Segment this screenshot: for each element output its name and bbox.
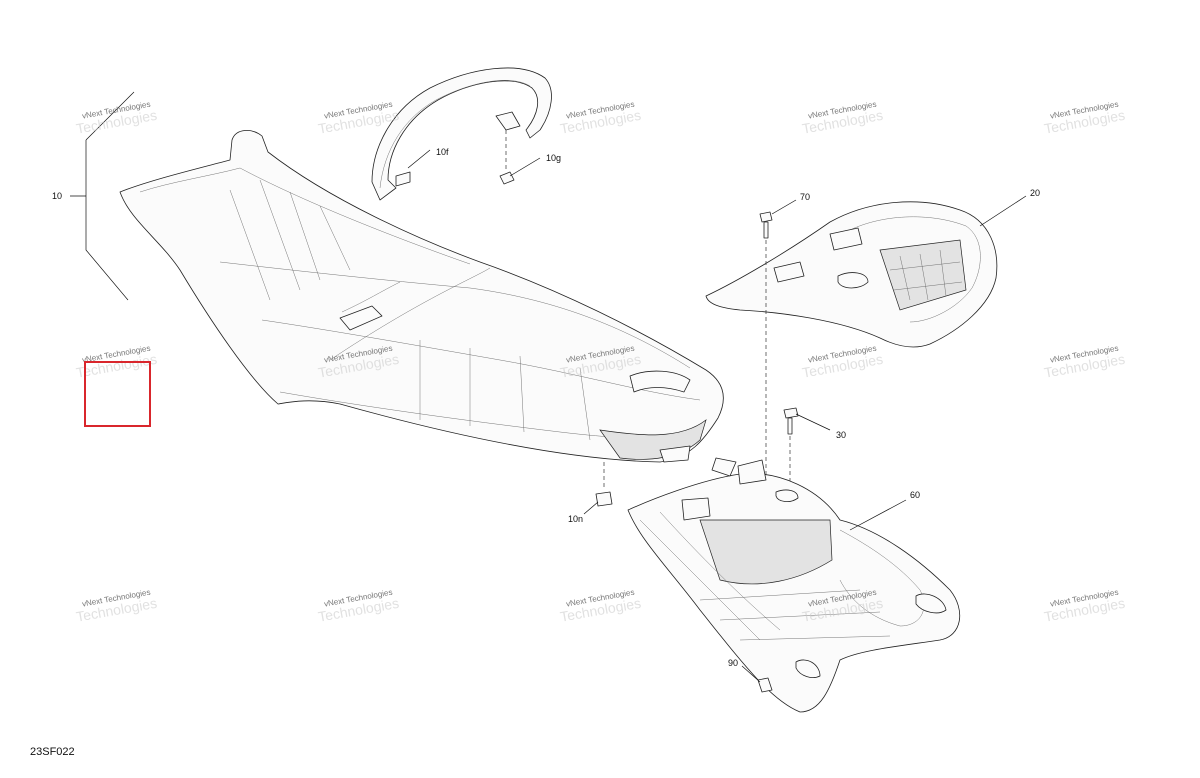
- highlight-box: [84, 361, 151, 427]
- seat-bracket-10f[interactable]: [371, 67, 552, 201]
- callout-20: 20: [1030, 188, 1040, 198]
- clip-10g[interactable]: [495, 111, 521, 185]
- leader-lines: [70, 91, 1027, 683]
- grab-handle-20[interactable]: [705, 201, 998, 348]
- screw-30[interactable]: [783, 407, 799, 490]
- callout-10g: 10g: [546, 153, 561, 163]
- callout-70: 70: [800, 192, 810, 202]
- diagram-code: 23SF022: [30, 746, 75, 758]
- clip-10n[interactable]: [595, 491, 613, 507]
- callout-10f: 10f: [436, 147, 449, 157]
- seat-assembly-10[interactable]: [119, 130, 724, 490]
- callout-90: 90: [728, 658, 738, 668]
- rear-frame-60[interactable]: [627, 457, 961, 713]
- nut-90[interactable]: [757, 677, 773, 693]
- callout-60: 60: [910, 490, 920, 500]
- callouts: 10 10f 10g 20 70 30 60 10n 90: [52, 147, 1040, 668]
- callout-10n: 10n: [568, 514, 583, 524]
- callout-10: 10: [52, 191, 62, 201]
- callout-30: 30: [836, 430, 846, 440]
